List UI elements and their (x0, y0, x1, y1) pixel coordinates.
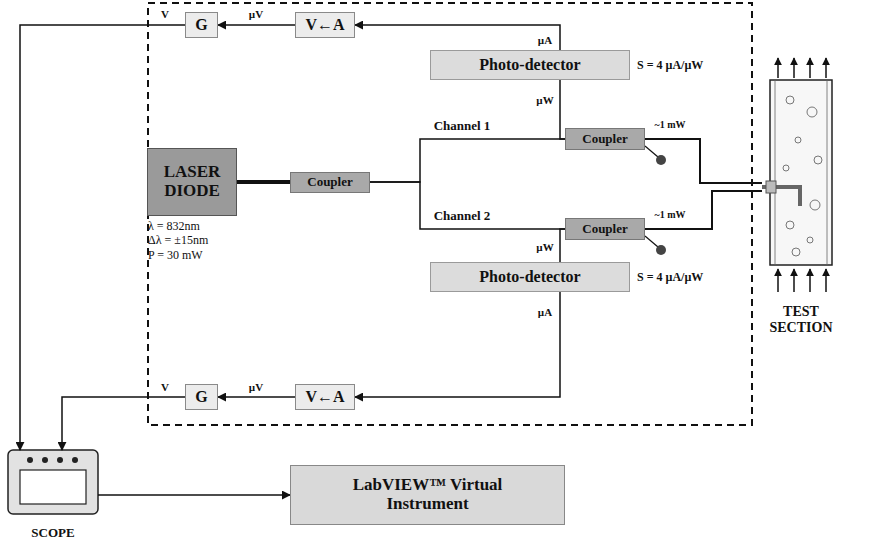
scope-node: SCOPE (8, 450, 98, 540)
signal-label: Channel 2 (432, 209, 493, 223)
signal-label: µW (534, 94, 555, 106)
signal-label: Channel 1 (432, 119, 493, 133)
coupler-box: Coupler (290, 172, 370, 193)
signal-label: µV (247, 8, 265, 20)
coupler-box: Coupler (565, 128, 645, 150)
connector (355, 292, 560, 397)
node-label: Coupler (582, 132, 628, 146)
node-label: V←A (305, 388, 344, 406)
node-label: G (195, 16, 207, 34)
node-label: LASER DIODE (148, 163, 236, 200)
node-label: G (195, 388, 207, 406)
photodetector-box: Photo-detectorS = 4 µA/µW (430, 50, 630, 80)
signal-label: ~1 mW (652, 119, 687, 130)
connector (355, 25, 560, 50)
test-section-node: TEST SECTION (762, 55, 840, 335)
gain-box: G (185, 384, 218, 410)
laser-box: LASER DIODEλ = 832nm Δλ = ±15nm P = 30 m… (147, 148, 237, 216)
photodetector-box: Photo-detectorS = 4 µA/µW (430, 262, 630, 292)
node-label: V←A (305, 16, 344, 34)
node-label: LabVIEW™ Virtual Instrument (343, 476, 513, 513)
signal-label: V (159, 381, 171, 393)
spec-label: λ = 832nm Δλ = ±15nm P = 30 mW (148, 219, 214, 262)
node-label: Coupler (307, 175, 353, 189)
connector (62, 397, 185, 450)
node-label: SCOPE (8, 526, 98, 540)
node-label: Photo-detector (479, 268, 580, 286)
connector (218, 24, 295, 26)
signal-label: µV (247, 381, 265, 393)
spec-label: S = 4 µA/µW (637, 58, 703, 73)
connector (237, 180, 290, 184)
connector (218, 396, 295, 398)
node-label: Photo-detector (479, 56, 580, 74)
converter-box: V←A (295, 12, 355, 38)
gain-box: G (185, 12, 218, 38)
node-label: Coupler (582, 222, 628, 236)
signal-label: ~1 mW (652, 209, 687, 220)
signal-label: µA (536, 34, 554, 46)
connector (370, 182, 565, 229)
software-box: LabVIEW™ Virtual Instrument (290, 465, 565, 525)
converter-box: V←A (295, 384, 355, 410)
signal-label: µW (534, 241, 555, 253)
connector (370, 139, 565, 182)
enclosure-border (148, 3, 752, 425)
signal-label: V (159, 8, 171, 20)
node-label: TEST SECTION (762, 304, 840, 335)
scope-symbol (8, 450, 98, 514)
connector (645, 191, 762, 229)
connector (645, 139, 762, 183)
signal-label: µA (536, 306, 554, 318)
fiber-connector (645, 146, 666, 255)
connector (98, 494, 290, 496)
coupler-box: Coupler (565, 218, 645, 240)
spec-label: S = 4 µA/µW (637, 270, 703, 285)
test-section-pipe (762, 58, 832, 292)
